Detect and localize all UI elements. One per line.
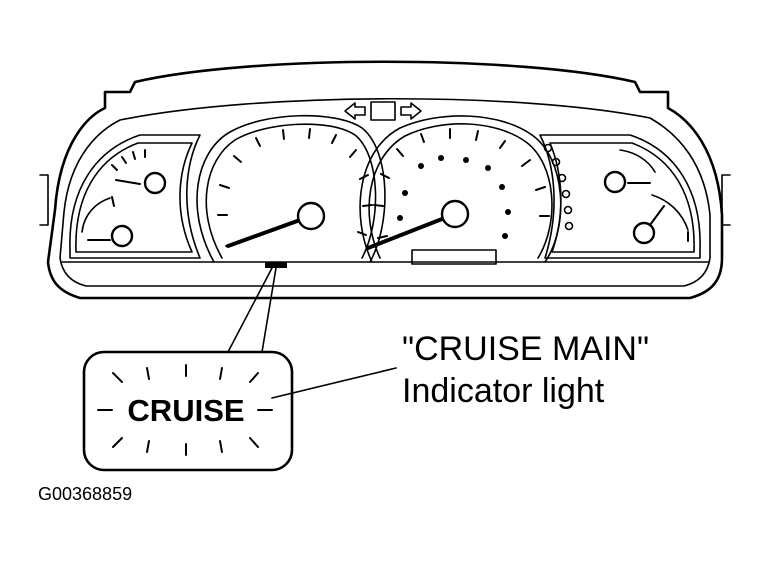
turn-signal-indicators [344, 101, 422, 121]
callout-title: "CRUISE MAIN" [402, 330, 649, 368]
right-turn-arrow-icon [400, 102, 422, 120]
right-gauge-panel [539, 134, 701, 259]
odometer-display [411, 249, 497, 265]
center-indicator-icon [370, 101, 396, 121]
tachometer [359, 115, 562, 265]
glow-rays-icon [97, 364, 273, 456]
fuel-gauge [111, 149, 167, 195]
speedometer [196, 114, 386, 263]
indicator-callout-leaders [227, 267, 277, 353]
temperature-gauge [81, 196, 134, 248]
cruise-main-indicator-light [265, 262, 287, 268]
callout-subtitle: Indicator light [402, 372, 605, 410]
left-turn-arrow-icon [344, 102, 366, 120]
right-lower-gauge [632, 194, 689, 245]
figure-reference-id: G00368859 [38, 484, 132, 504]
cluster-housing [39, 60, 731, 300]
right-upper-gauge [603, 149, 656, 194]
callout-leader-line [271, 367, 397, 399]
left-gauge-panel [69, 134, 201, 259]
cruise-indicator-box: CRUISE [82, 350, 294, 472]
cruise-label: CRUISE [127, 393, 244, 428]
